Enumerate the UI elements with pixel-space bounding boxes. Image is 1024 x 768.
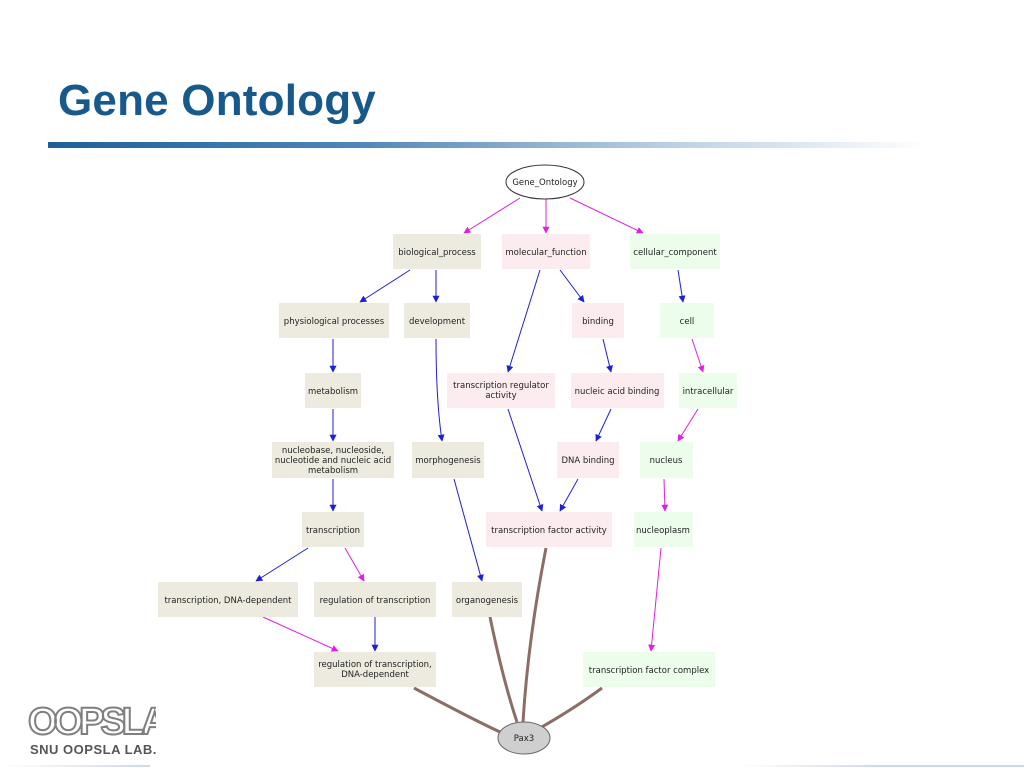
edge-mf-binding (559, 269, 585, 303)
node-label: transcription factor activity (491, 526, 607, 536)
node-label-line-2: DNA-dependent (341, 670, 409, 680)
node-label: physiological processes (284, 317, 385, 327)
node-development[interactable]: development (404, 303, 470, 338)
node-label: metabolism (308, 387, 358, 397)
node-label: transcription (306, 526, 360, 536)
node-label: DNA binding (561, 456, 614, 466)
node-transcription-dna-dependent[interactable]: transcription, DNA-dependent (158, 582, 298, 617)
node-intracellular[interactable]: intracellular (679, 373, 737, 408)
node-pax3[interactable]: Pax3 (497, 721, 551, 755)
edge-dna-dependent-regulation-dna (262, 616, 339, 652)
node-label: nucleic acid binding (575, 387, 660, 397)
node-label: Gene_Ontology (512, 178, 577, 188)
node-label: binding (582, 317, 614, 327)
is-a-edges (255, 269, 686, 652)
node-gene-ontology[interactable]: Gene_Ontology (505, 164, 585, 200)
node-binding[interactable]: binding (572, 303, 624, 338)
node-organogenesis[interactable]: organogenesis (452, 582, 522, 617)
footer-rule-left (0, 765, 150, 767)
edge-bp-physiological (359, 269, 411, 303)
node-label: cell (680, 317, 695, 327)
node-nucleus[interactable]: nucleus (640, 442, 693, 478)
node-nucleic-acid-binding[interactable]: nucleic acid binding (571, 373, 664, 408)
node-label-line-1: regulation of transcription, (318, 660, 432, 670)
edge-dna-binding-tf-activity (559, 478, 579, 512)
title-underline (48, 142, 928, 148)
node-biological-process[interactable]: biological_process (393, 234, 481, 269)
edge-nucleus-nucleoplasm (661, 478, 669, 512)
part-of-edges (262, 197, 705, 652)
edge-development-morphogenesis (435, 338, 445, 442)
node-label-line-3: metabolism (308, 466, 358, 476)
node-label: development (409, 317, 466, 327)
node-cellular-component[interactable]: cellular_component (630, 234, 720, 269)
node-label: intracellular (683, 387, 734, 397)
node-label: cellular_component (633, 248, 717, 258)
edge-morphogenesis-organogenesis (453, 478, 484, 582)
node-metabolism[interactable]: metabolism (305, 373, 361, 408)
node-label: molecular_function (505, 248, 586, 258)
node-label: biological_process (398, 248, 476, 258)
node-morphogenesis[interactable]: morphogenesis (412, 442, 484, 478)
node-transcription[interactable]: transcription (302, 512, 364, 547)
node-label-line-2: activity (485, 391, 516, 401)
edge-nucleic-acid-dna-binding (595, 408, 612, 442)
edge-nucleoplasm-tf-complex (648, 547, 662, 652)
annotation-edges (413, 547, 603, 735)
edge-root-bp (463, 197, 521, 234)
node-label: nucleus (650, 456, 683, 466)
oopsla-logo: OOPSLA (27, 700, 156, 744)
node-transcription-factor-complex[interactable]: transcription factor complex (583, 652, 715, 687)
node-cell[interactable]: cell (660, 303, 714, 338)
edge-cc-cell (677, 269, 686, 303)
edge-pax3-tf-complex (539, 686, 603, 730)
node-transcription-regulator-activity[interactable]: transcription regulator activity (447, 373, 555, 408)
footer-rule-right (740, 765, 1024, 767)
node-physiological-processes[interactable]: physiological processes (279, 303, 389, 338)
node-nucleoplasm[interactable]: nucleoplasm (634, 512, 693, 547)
node-label-line-2: nucleotide and nucleic acid (275, 456, 391, 466)
node-label: nucleoplasm (636, 526, 690, 536)
edge-pax3-organogenesis (488, 616, 519, 723)
edge-mf-tf-regulator (506, 269, 541, 373)
slide-title: Gene Ontology (58, 76, 376, 125)
edge-pax3-tf-activity (521, 547, 548, 723)
node-label: transcription, DNA-dependent (164, 596, 292, 606)
edge-pax3-regulation-dna-dependent (413, 686, 503, 735)
node-label: Pax3 (514, 734, 534, 744)
node-label-line-1: transcription regulator (453, 381, 549, 391)
node-nucleobase-metabolism[interactable]: nucleobase, nucleoside, nucleotide and n… (272, 442, 394, 478)
node-label: transcription factor complex (589, 666, 709, 676)
node-label: morphogenesis (415, 456, 481, 466)
node-label: regulation of transcription (320, 596, 431, 606)
node-dna-binding[interactable]: DNA binding (557, 442, 619, 478)
edge-transcription-dna-dependent (255, 547, 309, 582)
edge-transcription-regulation (344, 547, 365, 582)
node-label: organogenesis (456, 596, 519, 606)
edge-binding-nucleic-acid (602, 338, 613, 373)
node-molecular-function[interactable]: molecular_function (502, 234, 590, 269)
node-label-line-1: nucleobase, nucleoside, (282, 446, 384, 456)
edge-cell-intracellular (691, 338, 705, 373)
logo-caption: SNU OOPSLA LAB. (30, 742, 157, 757)
edge-intracellular-nucleus (677, 408, 699, 442)
logo-wordmark: OOPSLA (28, 701, 156, 743)
node-regulation-of-transcription-dna-dependent[interactable]: regulation of transcription, DNA-depende… (314, 652, 436, 687)
edge-tf-regulator-tf-activity (507, 408, 544, 512)
edge-root-cc (569, 197, 644, 234)
node-regulation-of-transcription[interactable]: regulation of transcription (314, 582, 436, 617)
node-transcription-factor-activity[interactable]: transcription factor activity (486, 512, 612, 547)
